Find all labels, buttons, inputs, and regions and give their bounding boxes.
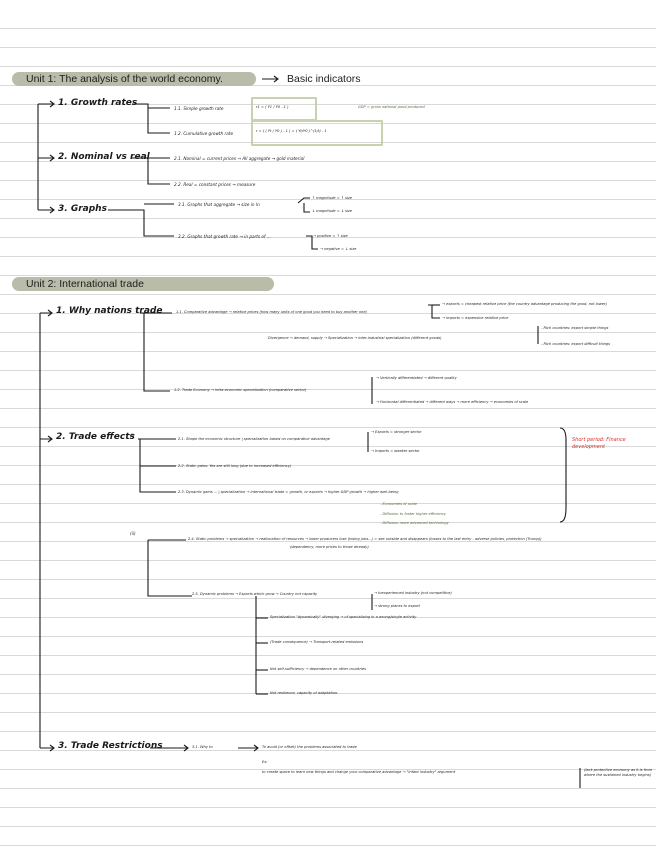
static-problems: 2.4. Static problems → specialization → …: [188, 537, 542, 541]
graphs-aggregate-down: ↓ magnitude = ↓ size: [312, 209, 353, 213]
simple-growth-rate: 1.1. Simple growth rate: [174, 106, 224, 111]
gdp-note: GDP = gross national good produced: [358, 105, 425, 109]
unit2-header: Unit 2: International trade: [12, 277, 274, 291]
real-line: 2.2. Real = constant prices → measure: [174, 182, 256, 187]
why-to: 3.1. Why to: [192, 745, 213, 749]
graphs-item: 3. Graphs: [58, 204, 107, 214]
dynamic-problems: 2.5. Dynamic problems → Exports which gr…: [192, 592, 318, 596]
transport-emissions: (Trade consequence) → Transport-related …: [270, 640, 364, 644]
vertically-diff: → Vertically differentiated → different …: [376, 376, 457, 380]
unit1-subtitle: Basic indicators: [287, 73, 361, 85]
formula-simple: r1 = ( Y1 / Y0 - 1 ): [256, 105, 289, 109]
trade-effects-ii: (ii): [130, 531, 136, 536]
rich-difficult: - Rich countries: export difficult thing…: [541, 342, 611, 346]
graphs-growth-rate: 3.2. Graphs that growth rate → in parts …: [178, 234, 271, 239]
rich-simple: - Rich countries: export simple things: [541, 326, 609, 330]
trade-restrictions-item: 3. Trade Restrictions: [58, 741, 163, 751]
trade-economy: 1.2. Trade Economy → intra-economic spec…: [174, 388, 307, 392]
unit1-header: Unit 1: The analysis of the world econom…: [12, 72, 256, 86]
nominal-line: 2.1. Nominal = current prices → All aggr…: [174, 156, 305, 161]
dynamic-gains: 2.3. Dynamic gains ... | specialization …: [178, 490, 399, 494]
static-gains: 2.2. Static gains: Yes are still long (d…: [178, 464, 292, 468]
nominal-real-item: 2. Nominal vs real: [58, 152, 150, 162]
dependency-note: (dependency, more prices to those alread…: [290, 545, 369, 549]
diffusion-efficiency: - Diffusion to foster higher efficiency: [380, 512, 446, 516]
formula-box-simple: [251, 97, 317, 121]
graphs-negative: → negative = ↓ size: [320, 247, 357, 251]
imports-weaker: → Imports = weaker sector: [371, 449, 420, 453]
strong-places: → strong places to export: [374, 604, 420, 608]
specialization-diverging: Specialization "dynamically" diverging →…: [270, 615, 417, 619]
avoid-problems: To avoid (or offset) the problems associ…: [262, 745, 357, 749]
imports-expensive: → imports = expensive relative price: [442, 316, 509, 320]
formula-cumulative: r = ( ( Yt / Y0 ) - 1 ) = ( Yt/Y0 )^(1/t…: [256, 129, 327, 133]
cumulative-growth-rate: 1.2. Cumulative growth rate: [174, 131, 234, 136]
graphs-aggregate-up: ↑ magnitude = ↑ size: [312, 196, 353, 200]
not-resilience: Not resilience, capacity of adaptation.: [270, 691, 339, 695]
economies-of-scale: - Economies of scale: [380, 502, 417, 506]
diffusion-technology: - Diffusion more advanced technology: [380, 521, 449, 525]
shape-economic: 2.1. Shape the economic structure | spec…: [178, 437, 330, 441]
red-note: Short period: Finance development: [572, 437, 626, 450]
example-label: Ex:: [262, 760, 268, 764]
exports-stronger: → Exports = stronger sector: [371, 430, 422, 434]
growth-rates-item: 1. Growth rates: [58, 98, 138, 108]
comparative-advantage: 1.1. Comparative advantage → relative pr…: [176, 310, 367, 314]
trade-effects-item: 2. Trade effects: [56, 432, 135, 442]
graphs-positive: → positive = ↑ size: [313, 234, 348, 238]
exports-cheapest: → exports = cheapest relative price (the…: [442, 302, 607, 306]
lack-protective: (lack protective economy as it is from w…: [584, 768, 653, 777]
infant-industry: to create space to learn new things and …: [262, 770, 456, 774]
horizontally-diff: → Horizontal differentiated → different …: [376, 400, 529, 404]
why-nations-trade-item: 1. Why nations trade: [56, 306, 163, 316]
graphs-aggregate: 3.1. Graphs that aggregate → size in ln: [178, 202, 260, 207]
formula-box-cumulative: [251, 120, 383, 146]
divergence-line: Divergence → demand, supply → Specializa…: [268, 336, 442, 340]
not-self-sufficiency: Not self-sufficiency → dependence on oth…: [270, 667, 367, 671]
trade-effects-i: (i): [130, 433, 135, 438]
inexperienced-industry: → Inexperienced industry (not competitiv…: [374, 591, 452, 595]
